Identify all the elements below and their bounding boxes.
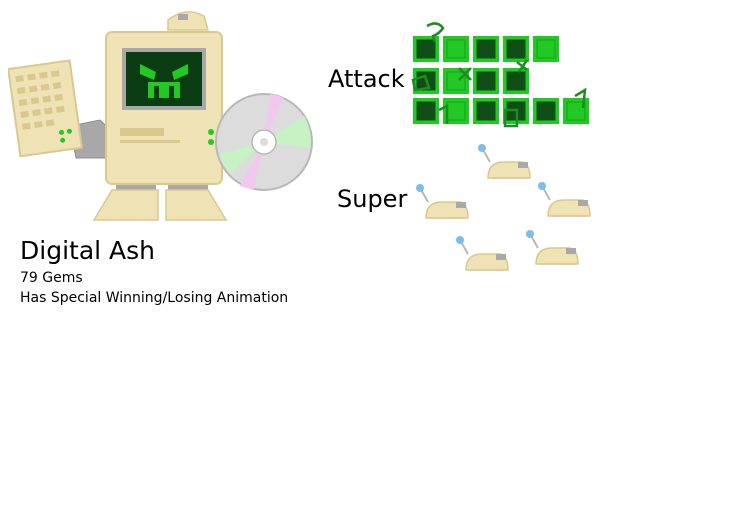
super-mice-group bbox=[412, 138, 612, 283]
computer-mouse-icon bbox=[526, 230, 579, 265]
super-label: Super bbox=[337, 185, 408, 213]
attack-pixel-core bbox=[416, 101, 436, 121]
computer-mouse-icon bbox=[478, 144, 531, 179]
gem-cost: 79 Gems bbox=[20, 270, 83, 286]
attack-pixel-core bbox=[536, 39, 556, 59]
attack-pixel-core bbox=[446, 39, 466, 59]
attack-pixel-core bbox=[476, 39, 496, 59]
mice-svg bbox=[416, 144, 591, 271]
attack-label: Attack bbox=[328, 65, 405, 93]
attack-pixel-core bbox=[476, 71, 496, 91]
brawler-name: Digital Ash bbox=[20, 236, 155, 265]
attack-pixel-core bbox=[566, 101, 586, 121]
animation-note: Has Special Winning/Losing Animation bbox=[20, 290, 289, 306]
computer-mouse-icon bbox=[538, 182, 591, 217]
digital-ash-sprite bbox=[8, 11, 313, 221]
glyph-scribbles bbox=[411, 22, 587, 128]
attack-pixel-core bbox=[506, 39, 526, 59]
attack-pixel-core bbox=[536, 101, 556, 121]
computer-mouse-icon bbox=[456, 236, 509, 271]
attack-pixel-core bbox=[446, 71, 466, 91]
attack-pixel-grid bbox=[411, 22, 589, 128]
attack-pixel-core bbox=[446, 101, 466, 121]
attack-pixel-core bbox=[506, 71, 526, 91]
attack-pixel-core bbox=[416, 39, 436, 59]
attack-pixel-core bbox=[476, 101, 496, 121]
computer-mouse-icon bbox=[416, 184, 469, 219]
